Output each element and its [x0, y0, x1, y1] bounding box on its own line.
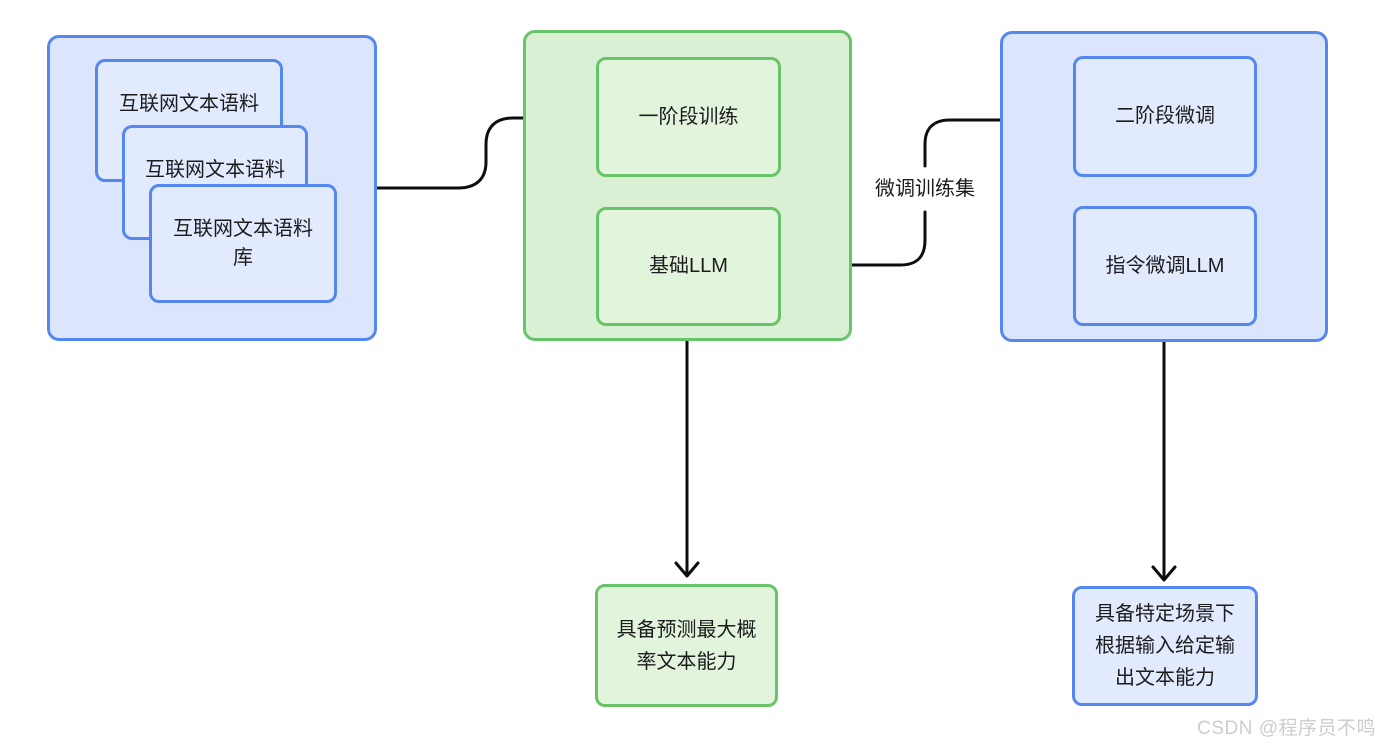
base-llm-label: 基础LLM — [649, 255, 728, 277]
edge-label-finetune-dataset: 微调训练集 — [875, 178, 975, 200]
tuned-capability-label: 具备特定场景下根据输入给定输出文本能力 — [1095, 603, 1235, 689]
corpus-card-label: 互联网文本语料 — [119, 93, 259, 115]
pretrain-container: 一阶段训练 基础LLM — [523, 30, 852, 341]
corpus-card-label: 互联网文本语料 — [145, 159, 285, 181]
corpus-card: 互联网文本语料库 — [149, 184, 337, 303]
arrow-instruct-llm-to-tuned-capability — [1151, 325, 1177, 582]
stage1-training-box: 一阶段训练 — [596, 57, 781, 177]
instruct-llm-box: 指令微调LLM — [1073, 206, 1257, 326]
corpus-card-label: 互联网文本语料库 — [173, 218, 313, 269]
corpus-container: 互联网文本语料 互联网文本语料 互联网文本语料库 — [47, 35, 377, 341]
tuned-capability-box: 具备特定场景下根据输入给定输出文本能力 — [1072, 586, 1258, 706]
stage2-finetune-label: 二阶段微调 — [1115, 105, 1215, 127]
base-llm-box: 基础LLM — [596, 207, 781, 326]
finetune-container: 二阶段微调 指令微调LLM — [1000, 31, 1328, 342]
arrow-base-llm-to-base-capability — [674, 325, 700, 578]
watermark: CSDN @程序员不鸣 — [1197, 718, 1376, 739]
stage1-training-label: 一阶段训练 — [638, 105, 739, 128]
instruct-llm-label: 指令微调LLM — [1105, 254, 1225, 277]
base-capability-label: 具备预测最大概率文本能力 — [616, 618, 757, 673]
base-capability-box: 具备预测最大概率文本能力 — [595, 584, 778, 707]
stage2-finetune-box: 二阶段微调 — [1073, 56, 1257, 177]
